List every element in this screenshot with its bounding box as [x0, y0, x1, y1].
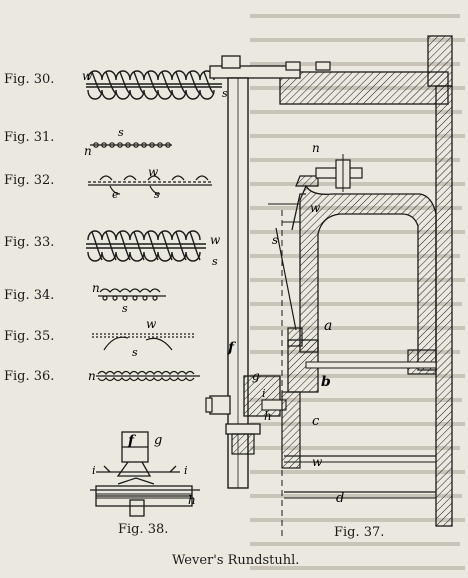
fig-34-n-label: n: [92, 281, 100, 295]
fig-38-label: Fig. 38.: [118, 522, 169, 537]
fig-37-w-bottom-label: w: [312, 455, 323, 469]
fig-32-e-label: e: [112, 188, 119, 201]
fig-30-s-label: s: [222, 87, 228, 100]
fig-31-label: Fig. 31.: [4, 130, 55, 145]
right-column: [435, 85, 453, 527]
fig-35-s-label: s: [132, 346, 138, 359]
fig-37-h-label: h: [264, 409, 272, 423]
fig-32-w-label: w: [148, 165, 159, 179]
fig-37-b-label: b: [321, 374, 331, 390]
fig-37-f-label: f: [227, 340, 237, 356]
fig-31-n-label: n: [84, 144, 92, 158]
fig-37-c-label: c: [312, 414, 320, 429]
fig-38-h-label: h: [188, 493, 196, 507]
fig-30-w-label: w: [82, 69, 93, 83]
fig-38-i-right-label: i: [184, 464, 188, 477]
fig-30-label: Fig. 30.: [4, 72, 55, 87]
top-beam: [279, 71, 449, 105]
fig-37-i-label: i: [262, 387, 266, 400]
fig-38-i-left-label: i: [92, 464, 96, 477]
fig-37-d-label: d: [336, 491, 344, 506]
fig-36-label: Fig. 36.: [4, 369, 55, 384]
fig-33-w-label: w: [210, 233, 221, 247]
fig-37-g-label: g: [252, 369, 260, 383]
figure-caption: Wever's Rundstuhl.: [172, 553, 300, 568]
fig-35-w-label: w: [146, 317, 157, 331]
fig-33-label: Fig. 33.: [4, 235, 55, 250]
fig-37-w-top-label: w: [310, 201, 321, 215]
fig-37-s-label: s: [272, 233, 278, 247]
fig-35-label: Fig. 35.: [4, 329, 55, 344]
fig-38-f-label: f: [127, 433, 137, 449]
fig-32-s-label: s: [154, 188, 160, 201]
fig-34-label: Fig. 34.: [4, 288, 55, 303]
fig-32-label: Fig. 32.: [4, 173, 55, 188]
fig-36-n-label: n: [88, 369, 96, 383]
fig-37-a-label: a: [324, 318, 332, 334]
fig-31-s-label: s: [118, 126, 124, 139]
fig-38-g-label: g: [154, 433, 162, 448]
fig-37-label: Fig. 37.: [334, 525, 385, 540]
fig-34-s-label: s: [122, 302, 128, 315]
needle-cylinder: [299, 184, 437, 371]
fig-37-n-label: n: [312, 141, 320, 155]
fig-33-s-label: s: [212, 255, 218, 268]
